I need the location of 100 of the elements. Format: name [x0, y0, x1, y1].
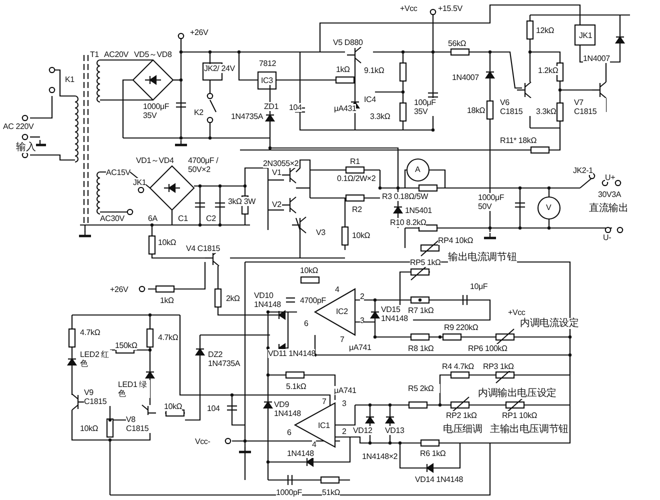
meter-label: A — [415, 165, 420, 174]
component-label: +15.5V — [438, 4, 462, 13]
component-label: 150kΩ — [115, 341, 138, 350]
component-label: V7 C1815 — [574, 98, 606, 116]
pin-number: 2 — [342, 427, 346, 436]
component-label: 1000pF — [276, 488, 302, 497]
component-label: VD10 1N4148 — [254, 291, 286, 309]
component-label: U+ — [605, 173, 616, 182]
pin-number: 2 — [360, 292, 364, 301]
pin-number: 6 — [304, 319, 308, 328]
component-label: 10μF — [470, 282, 488, 291]
component-label: 104 — [207, 404, 220, 413]
component-label: 6A — [148, 214, 158, 223]
component-label: C1 — [178, 214, 188, 223]
component-label: VD13 — [385, 426, 404, 435]
component-label: 4.7kΩ — [80, 328, 100, 337]
component-label: JK2/ 24V — [204, 64, 236, 73]
component-label: RP4 10kΩ — [438, 236, 474, 245]
component-label: 51kΩ — [322, 488, 340, 497]
component-label: VD11 1N4148 — [268, 349, 316, 358]
note: 直流输出 — [589, 203, 628, 214]
component-label: 1N4148 — [287, 449, 314, 458]
component-label: VD12 — [353, 426, 372, 435]
component-label: V4 C1815 — [186, 244, 220, 253]
meter-label: V — [546, 203, 552, 212]
pin-number: 7 — [340, 335, 344, 344]
component-label: μA741 — [349, 343, 372, 352]
note: 输出电流调节钮 — [448, 252, 517, 263]
pin-number: 3 — [360, 316, 364, 325]
component-label: V1 — [272, 168, 282, 177]
note: 输入 — [16, 142, 36, 153]
component-label: R3 0.18Ω/5W — [382, 192, 428, 201]
component-label: 10kΩ — [164, 402, 182, 411]
pin-number: 7 — [322, 397, 326, 406]
component-label: 5.1kΩ — [286, 382, 306, 391]
component-label: +26V — [110, 285, 128, 294]
component-label: 10kΩ — [158, 238, 176, 247]
component-label: 7812 — [259, 59, 276, 68]
component-label: μA431 — [334, 104, 356, 113]
note: 主输出电压调节钮 — [490, 424, 568, 435]
component-label: JK1 — [579, 31, 592, 40]
component-label: 104 — [289, 103, 302, 112]
component-label: C2 — [206, 214, 216, 223]
component-label: 4700μF / 50V×2 — [188, 156, 220, 174]
component-label: 1kΩ — [160, 296, 174, 305]
component-label: R4 4.7kΩ — [442, 362, 474, 371]
component-label: 1N4148×2 — [362, 452, 398, 461]
component-label: R7 1kΩ — [408, 306, 434, 315]
component-label: 3.3kΩ — [370, 112, 390, 121]
component-label: +Vcc — [400, 4, 418, 13]
component-label: 10kΩ — [300, 266, 318, 275]
component-label: 1N5401 — [405, 206, 432, 215]
component-label: IC3 — [261, 76, 273, 85]
component-label: RP2 1kΩ — [446, 411, 477, 420]
component-label: AC 220V — [3, 122, 35, 131]
component-label: VD14 1N4148 — [415, 475, 464, 484]
component-label: 2N3055×2 — [263, 159, 299, 168]
component-label: V3 — [316, 228, 326, 237]
component-label: 4.7kΩ — [158, 333, 178, 342]
component-label: VD5～VD8 — [134, 50, 172, 59]
component-label: 1N4735A — [231, 112, 263, 121]
pin-number: 3 — [342, 399, 346, 408]
component-label: 0.1Ω/2W×2 — [337, 174, 376, 183]
component-label: RP6 100kΩ — [468, 344, 508, 353]
component-label: +26V — [190, 28, 208, 37]
component-label: 1N4007 — [452, 73, 479, 82]
component-label: K2 — [194, 108, 204, 117]
component-label: AC15V — [106, 168, 130, 177]
component-label: 56kΩ — [448, 39, 466, 48]
pin-number: 4 — [335, 285, 340, 294]
component-label: U- — [603, 233, 612, 242]
component-label: 12kΩ — [536, 26, 554, 35]
component-label: AC30V — [100, 214, 124, 223]
component-label: LED2 红色 — [80, 350, 112, 368]
component-label: IC4 — [364, 95, 376, 104]
component-label: ZD1 — [264, 102, 279, 111]
component-label: RP1 10kΩ — [502, 411, 538, 420]
component-label: 4700pF — [300, 296, 326, 305]
component-label: K1 — [65, 75, 74, 84]
component-label: μA741 — [334, 386, 356, 395]
component-label: +Vcc — [508, 308, 526, 317]
component-label: IC1 — [318, 421, 330, 430]
component-label: 1kΩ — [336, 65, 350, 74]
pin-number: 4 — [312, 440, 316, 449]
component-label: 10kΩ — [80, 424, 98, 433]
component-label: JK1 — [133, 178, 146, 187]
component-label: 9.1kΩ — [364, 66, 384, 75]
component-label: R2 — [352, 205, 362, 214]
component-label: RP5 1kΩ — [410, 258, 441, 267]
component-label: JK2-1 — [573, 166, 593, 175]
component-label: R1 — [350, 157, 360, 166]
note: 内调电流设定 — [520, 318, 579, 329]
component-label: DZ2 1N4735A — [208, 350, 240, 368]
component-label: 10kΩ — [352, 231, 370, 240]
component-label: LED1 绿色 — [118, 380, 150, 398]
component-label: 3.3kΩ — [536, 107, 556, 116]
component-label: 1.2kΩ — [538, 66, 558, 75]
component-label: 2kΩ — [226, 294, 240, 303]
component-label: V2 — [272, 200, 282, 209]
component-label: R11* 18kΩ — [500, 136, 536, 145]
